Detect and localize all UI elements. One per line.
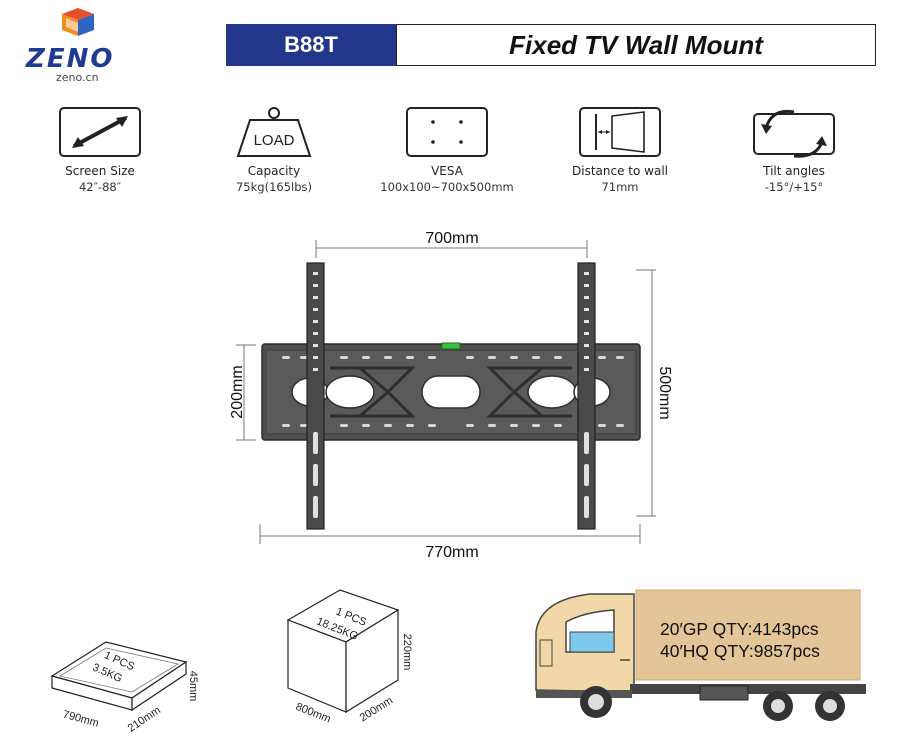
brand-name: ZENO (26, 44, 115, 74)
spec-label: VESA (431, 164, 463, 178)
load-weight-icon: LOAD (236, 107, 312, 157)
spec-value: 42″-88″ (78, 180, 121, 194)
page-title: Fixed TV Wall Mount (396, 24, 876, 66)
dimension-500: 500mm (636, 269, 673, 517)
tilt-rotate-icon (753, 109, 835, 158)
spec-vesa: VESA 100x100~700x500mm (367, 106, 527, 194)
spec-value: 71mm (601, 180, 639, 194)
spec-label: Distance to wall (572, 164, 668, 178)
wall-plate (261, 342, 641, 441)
dimension-700: 700mm (315, 230, 588, 258)
screen-size-arrow-icon (59, 107, 141, 157)
plate-height-label: 200mm (229, 365, 246, 418)
brand-domain: zeno.cn (56, 71, 99, 84)
zeno-logo-icon (62, 8, 94, 36)
small-box-length: 790mm (62, 709, 101, 730)
small-box-package: 1 PCS 3.5KG 790mm 210mm 45mm (50, 641, 199, 735)
spec-value: -15°/+15° (764, 180, 824, 194)
spec-label: Tilt angles (763, 164, 825, 178)
spec-value: 100x100~700x500mm (380, 180, 514, 194)
container-40hq-qty: 40′HQ QTY:9857pcs (660, 641, 820, 661)
spec-tilt: Tilt angles -15°/+15° (714, 106, 874, 194)
plate-width-label: 770mm (425, 544, 478, 561)
spec-value: 75kg(165lbs) (235, 180, 312, 194)
model-number: B88T (226, 24, 396, 66)
wall-distance-icon (579, 107, 661, 157)
dimension-770: 770mm (259, 524, 641, 561)
spec-screen-size: Screen Size 42″-88″ (20, 106, 180, 194)
container-quantities: 20′GP QTY:4143pcs 40′HQ QTY:9857pcs (660, 618, 820, 662)
load-icon-text: LOAD (254, 132, 295, 149)
right-vertical-arm (577, 262, 596, 530)
carton-height: 220mm (401, 634, 413, 671)
spec-label: Screen Size (65, 164, 135, 178)
dimension-200: 200mm (229, 344, 256, 441)
spec-label: Capacity (247, 164, 301, 178)
bubble-level-icon (441, 342, 461, 350)
small-box-height: 45mm (187, 671, 199, 702)
truck-icon (535, 589, 866, 721)
vesa-width-label: 700mm (425, 230, 478, 247)
spec-wall-distance: Distance to wall 71mm (540, 106, 700, 194)
carton-package: 1 PCS 18.25KG 800mm 200mm 220mm (286, 589, 413, 726)
container-20gp-qty: 20′GP QTY:4143pcs (660, 619, 819, 639)
vesa-height-label: 500mm (656, 366, 673, 419)
left-vertical-arm (306, 262, 325, 530)
vesa-pattern-icon (406, 107, 488, 157)
spec-capacity: LOAD Capacity 75kg(165lbs) (194, 106, 354, 194)
